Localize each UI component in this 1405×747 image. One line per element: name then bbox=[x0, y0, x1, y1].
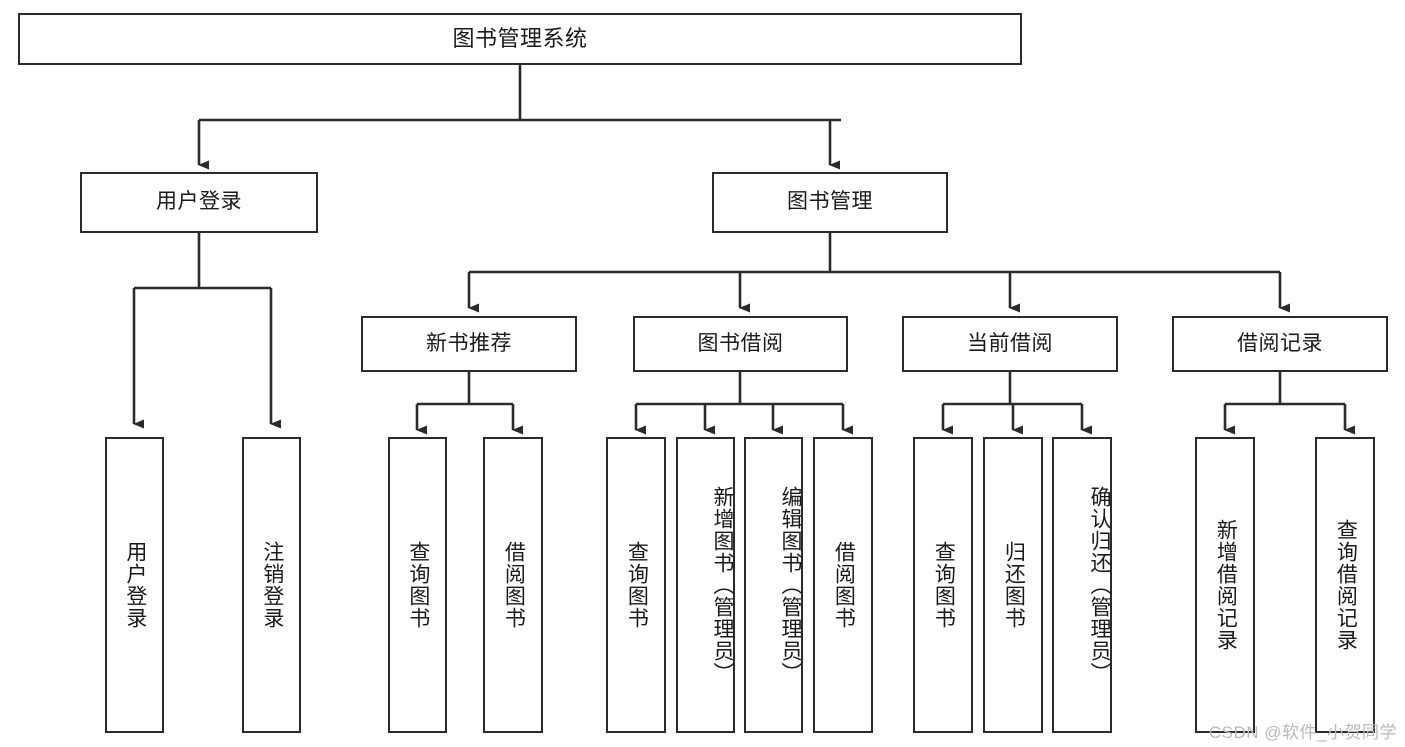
leaf-user-login-logout[interactable]: 注销登录 bbox=[242, 437, 301, 733]
leaf-borrow-record-query[interactable]: 查询借阅记录 bbox=[1315, 437, 1375, 733]
leaf-book-borrow-borrow[interactable]: 借阅图书 bbox=[813, 437, 873, 733]
book-manage-connectors bbox=[467, 233, 1290, 313]
node-user-login-label: 用户登录 bbox=[156, 190, 242, 214]
node-new-book-recommend-label: 新书推荐 bbox=[426, 331, 512, 355]
leaf-user-login-logout-label: 注销登录 bbox=[260, 541, 284, 629]
leaf-book-borrow-query-label: 查询图书 bbox=[625, 541, 649, 629]
root-connectors bbox=[197, 65, 841, 170]
leaf-current-borrow-confirm-label: 确认归还（管理员） bbox=[1088, 486, 1111, 684]
node-root-system-label: 图书管理系统 bbox=[452, 26, 588, 52]
node-book-borrow-label: 图书借阅 bbox=[697, 331, 784, 355]
node-new-book-recommend[interactable]: 新书推荐 bbox=[361, 316, 577, 372]
leaf-current-borrow-return[interactable]: 归还图书 bbox=[983, 437, 1043, 733]
book-borrow-connectors bbox=[634, 372, 853, 435]
user-login-connectors bbox=[132, 233, 281, 429]
leaf-user-login-login[interactable]: 用户登录 bbox=[105, 437, 164, 733]
leaf-book-borrow-add[interactable]: 新增图书（管理员） bbox=[676, 437, 735, 733]
new-book-connectors bbox=[415, 372, 523, 435]
node-book-borrow[interactable]: 图书借阅 bbox=[633, 316, 848, 372]
borrow-record-connectors bbox=[1223, 372, 1355, 435]
node-root-system[interactable]: 图书管理系统 bbox=[18, 13, 1022, 65]
leaf-borrow-record-query-label: 查询借阅记录 bbox=[1334, 519, 1358, 651]
leaf-current-borrow-confirm[interactable]: 确认归还（管理员） bbox=[1052, 437, 1112, 733]
node-borrow-record[interactable]: 借阅记录 bbox=[1172, 316, 1388, 372]
leaf-book-borrow-edit[interactable]: 编辑图书（管理员） bbox=[744, 437, 803, 733]
current-borrow-connectors bbox=[941, 372, 1092, 435]
node-current-borrow-label: 当前借阅 bbox=[967, 331, 1053, 355]
leaf-current-borrow-query[interactable]: 查询图书 bbox=[913, 437, 973, 733]
leaf-borrow-record-add[interactable]: 新增借阅记录 bbox=[1195, 437, 1255, 733]
leaf-book-borrow-edit-label: 编辑图书（管理员） bbox=[779, 486, 802, 684]
node-user-login[interactable]: 用户登录 bbox=[80, 172, 318, 233]
node-borrow-record-label: 借阅记录 bbox=[1237, 331, 1323, 355]
leaf-book-borrow-query[interactable]: 查询图书 bbox=[606, 437, 666, 733]
node-current-borrow[interactable]: 当前借阅 bbox=[902, 316, 1118, 372]
leaf-new-book-borrow-label: 借阅图书 bbox=[502, 541, 526, 629]
node-book-management-label: 图书管理 bbox=[787, 190, 873, 214]
leaf-new-book-query[interactable]: 查询图书 bbox=[388, 437, 447, 733]
leaf-current-borrow-return-label: 归还图书 bbox=[1002, 541, 1026, 629]
node-book-management[interactable]: 图书管理 bbox=[712, 172, 948, 233]
leaf-book-borrow-borrow-label: 借阅图书 bbox=[832, 541, 856, 629]
leaf-new-book-query-label: 查询图书 bbox=[406, 541, 430, 629]
leaf-new-book-borrow[interactable]: 借阅图书 bbox=[483, 437, 543, 733]
leaf-book-borrow-add-label: 新增图书（管理员） bbox=[711, 486, 734, 684]
leaf-user-login-login-label: 用户登录 bbox=[123, 541, 147, 629]
leaf-current-borrow-query-label: 查询图书 bbox=[932, 541, 956, 629]
leaf-borrow-record-add-label: 新增借阅记录 bbox=[1214, 519, 1238, 651]
